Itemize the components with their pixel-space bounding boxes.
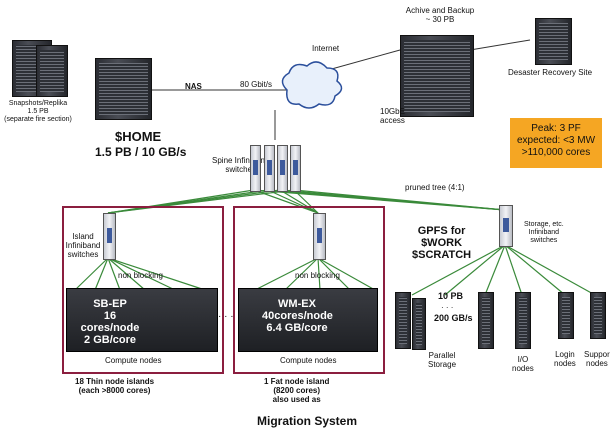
- gpfs-line2: $WORK: [421, 237, 463, 249]
- spine-switch-4: [290, 145, 301, 192]
- fat-line1: 1 Fat node island: [264, 377, 330, 386]
- wmex-line3: 6.4 GB/core: [266, 322, 328, 334]
- thin-islands-caption: 18 Thin node islands (each >8000 cores): [75, 377, 154, 395]
- nas-label: NAS: [185, 82, 202, 91]
- island-switch-label: Island Infiniband switches: [64, 232, 102, 259]
- login-nodes-label: Login nodes: [554, 350, 576, 368]
- spine-switch-1: [250, 145, 261, 192]
- gpfs-line1: GPFS for: [417, 225, 466, 237]
- spine-switch-2: [264, 145, 275, 192]
- archive-line1: Achive and Backup: [405, 6, 475, 15]
- peak-line3: >110,000 cores: [521, 147, 591, 158]
- peak-line1: Peak: 3 PF: [531, 123, 581, 134]
- gpfs-label: GPFS for $WORK $SCRATCH: [412, 225, 471, 261]
- thin-island-box: [62, 206, 224, 374]
- storage-switch: [499, 205, 513, 247]
- thin-line2: (each >8000 cores): [78, 386, 151, 395]
- nonblocking-thin: non blocking: [118, 271, 163, 280]
- archive-line2: ~ 30 PB: [425, 15, 455, 24]
- wmex-line1: WM-EX: [278, 298, 316, 310]
- pb10-label: 10 PB: [438, 291, 464, 301]
- snapshots-line2: 1.5 PB: [27, 108, 49, 115]
- storage-switch-label: Storage, etc. Infiniband switches: [524, 221, 564, 245]
- home-storage-rack: [95, 58, 152, 120]
- home-capacity: 1.5 PB / 10 GB/s: [95, 145, 187, 159]
- parallel-storage-rack-1: [395, 292, 411, 349]
- support-line2: nodes: [586, 359, 608, 368]
- island-sw-line3: switches: [67, 250, 99, 259]
- home-title: $HOME: [115, 129, 162, 144]
- internet-cloud: [281, 61, 343, 109]
- migration-system-title: Migration System: [257, 414, 358, 428]
- peak-line2: expected: <3 MW: [516, 135, 596, 146]
- compute-racks-fat: [238, 288, 378, 352]
- sbep-line3: 2 GB/core: [84, 334, 136, 346]
- snapshots-label: Snapshots/Replika 1.5 PB (separate fire …: [2, 100, 74, 124]
- fat-island-caption: 1 Fat node island (8200 cores) also used…: [264, 377, 329, 404]
- storage-sw-line3: switches: [530, 237, 558, 244]
- parallel-storage-label: Parallel Storage: [428, 351, 456, 369]
- io-line1: I/O: [517, 355, 529, 364]
- fat-line2: (8200 cores): [273, 386, 321, 395]
- sbep-label: SB-EP 16 cores/node 2 GB/core: [80, 298, 140, 346]
- gbit-label: 80 Gbit/s: [240, 80, 273, 89]
- tengbe-label: 10GbE access: [380, 107, 405, 125]
- sbep-line1: SB-EP: [93, 298, 127, 310]
- archive-library: [400, 35, 474, 117]
- wmex-line2: 40cores/node: [262, 310, 333, 322]
- sbep-line2: 16 cores/node: [80, 310, 140, 334]
- gbs200-label: 200 GB/s: [434, 313, 473, 323]
- spine-switch-3: [277, 145, 288, 192]
- io-nodes-rack-2: [515, 292, 531, 349]
- storage-sw-line2: Infiniband: [528, 229, 560, 236]
- parallel-line2: Storage: [428, 360, 457, 369]
- login-line1: Login: [555, 350, 575, 359]
- fat-line3: also used as: [272, 395, 321, 404]
- spine-line1: Spine Infiniband: [212, 156, 270, 165]
- snapshots-line1: Snapshots/Replika: [8, 100, 68, 107]
- archive-label: Achive and Backup ~ 30 PB: [400, 6, 480, 24]
- compute-nodes-fat: Compute nodes: [280, 356, 337, 365]
- internet-label: Internet: [312, 44, 340, 53]
- disaster-recovery-rack: [535, 18, 572, 65]
- snapshots-line3: (separate fire section): [4, 116, 72, 123]
- login-nodes-rack: [558, 292, 574, 339]
- island-sw-line1: Island: [72, 232, 94, 241]
- login-line2: nodes: [554, 359, 576, 368]
- wmex-label: WM-EX 40cores/node 6.4 GB/core: [262, 298, 333, 334]
- pruned-tree-label: pruned tree (4:1): [405, 183, 465, 192]
- gpfs-line3: $SCRATCH: [412, 249, 472, 261]
- support-nodes-rack: [590, 292, 606, 339]
- compute-nodes-thin: Compute nodes: [105, 356, 162, 365]
- storage-dots: · · ·: [441, 303, 454, 312]
- io-nodes-label: I/O nodes: [512, 355, 534, 373]
- tengbe-line2: access: [380, 116, 405, 125]
- io-nodes-rack-1: [478, 292, 494, 349]
- nonblocking-fat: non blocking: [295, 271, 340, 280]
- parallel-line1: Parallel: [428, 351, 456, 360]
- spine-label: Spine Infiniband switches: [212, 156, 269, 174]
- island-switch-fat: [313, 213, 326, 260]
- island-switch-thin: [103, 213, 116, 260]
- tengbe-line1: 10GbE: [380, 107, 405, 116]
- io-line2: nodes: [512, 364, 534, 373]
- island-sw-line2: Infiniband: [65, 241, 101, 250]
- parallel-storage-rack-2: [412, 298, 426, 350]
- compute-racks-thin: [66, 288, 218, 352]
- peak-box: Peak: 3 PF expected: <3 MW >110,000 core…: [510, 118, 602, 168]
- support-line1: Suppor: [584, 350, 610, 359]
- thin-line1: 18 Thin node islands: [75, 377, 155, 386]
- fat-island-box: [233, 206, 385, 374]
- snapshot-storage-rack-2: [36, 45, 68, 97]
- disaster-label: Desaster Recovery Site: [508, 68, 593, 77]
- storage-sw-line1: Storage, etc.: [524, 221, 564, 228]
- spine-line2: switches: [225, 165, 257, 174]
- ellipsis-separator: · · ·: [218, 311, 234, 322]
- support-nodes-label: Suppor nodes: [584, 350, 610, 368]
